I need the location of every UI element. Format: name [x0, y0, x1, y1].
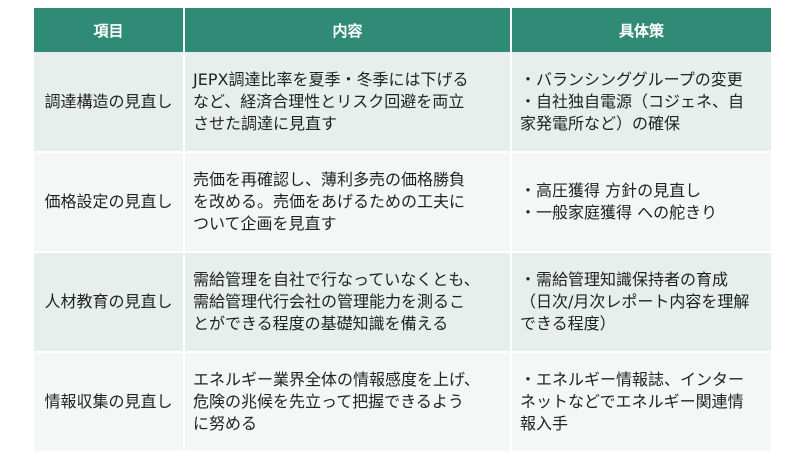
measure-line: ネットなどでエネルギー関連情	[520, 392, 744, 411]
content-line: など、経済合理性とリスク回避を両立	[193, 91, 465, 111]
table-row: 情報収集の見直し エネルギー業界全体の情報感度を上げ、 危険の兆候を先立って把握…	[34, 352, 771, 453]
measure-line: 報入手	[520, 414, 569, 433]
measure-line: ・自社独自電源（コジェネ、自	[520, 91, 745, 111]
measures-table: 項目 内容 具体策 調達構造の見直し JEPX調達比率を夏季・冬季には下げる な…	[34, 8, 771, 453]
measure-line: 家発電所など）の確保	[520, 113, 681, 133]
row-measures: ・バランシンググループの変更 ・自社独自電源（コジェネ、自 家発電所など）の確保	[511, 52, 771, 153]
row-measures: ・エネルギー情報誌、インター ネットなどでエネルギー関連情 報入手	[511, 352, 771, 453]
row-content: エネルギー業界全体の情報感度を上げ、 危険の兆候を先立って把握できるよう に努め…	[184, 352, 512, 453]
measure-line: ・エネルギー情報誌、インター	[520, 370, 745, 389]
header-row: 項目 内容 具体策	[34, 8, 771, 52]
header-content: 内容	[184, 8, 512, 52]
row-item: 調達構造の見直し	[34, 52, 185, 153]
measure-line: ・需給管理知識保持者の育成	[520, 270, 729, 289]
row-measures: ・需給管理知識保持者の育成 （日次/月次レポート内容を理解 できる程度）	[511, 252, 771, 353]
row-item: 価格設定の見直し	[34, 152, 185, 253]
measure-line: できる程度）	[520, 314, 616, 333]
row-content: 売価を再確認し、薄利多売の価格勝負 を改める。売価をあげるための工夫に ついて企…	[184, 152, 512, 253]
row-content: 需給管理を自社で行なっていなくとも、 需給管理代行会社の管理能力を測るこ とがで…	[184, 252, 512, 353]
measure-line: （日次/月次レポート内容を理解	[520, 292, 750, 311]
table-row: 価格設定の見直し 売価を再確認し、薄利多売の価格勝負 を改める。売価をあげるため…	[34, 152, 771, 253]
measure-line: ・バランシンググループの変更	[520, 69, 743, 89]
content-line: とができる程度の基礎知識を備える	[193, 314, 449, 333]
content-line: 需給管理代行会社の管理能力を測るこ	[193, 292, 466, 311]
content-line: 需給管理を自社で行なっていなくとも、	[193, 270, 480, 289]
table-row: 調達構造の見直し JEPX調達比率を夏季・冬季には下げる など、経済合理性とリス…	[34, 52, 771, 153]
content-line: 危険の兆候を先立って把握できるよう	[193, 392, 464, 411]
content-line: させた調達に見直す	[193, 113, 338, 133]
table-row: 人材教育の見直し 需給管理を自社で行なっていなくとも、 需給管理代行会社の管理能…	[34, 252, 771, 353]
row-measures: ・高圧獲得 方針の見直し ・一般家庭獲得 への舵きり	[511, 152, 771, 253]
content-line: 売価を再確認し、薄利多売の価格勝負	[193, 170, 466, 189]
content-line: を改める。売価をあげるための工夫に	[193, 192, 466, 211]
row-content: JEPX調達比率を夏季・冬季には下げる など、経済合理性とリスク回避を両立 させ…	[184, 52, 512, 153]
measure-line: ・高圧獲得 方針の見直し	[520, 181, 702, 200]
content-line: JEPX調達比率を夏季・冬季には下げる	[193, 69, 469, 89]
measure-line: ・一般家庭獲得 への舵きり	[520, 203, 718, 222]
row-item: 人材教育の見直し	[34, 252, 185, 353]
content-line: ついて企画を見直す	[193, 214, 337, 233]
header-measures: 具体策	[511, 8, 771, 52]
row-item: 情報収集の見直し	[34, 352, 185, 453]
header-item: 項目	[34, 8, 185, 52]
content-line: に努める	[193, 414, 258, 433]
content-line: エネルギー業界全体の情報感度を上げ、	[193, 370, 480, 389]
